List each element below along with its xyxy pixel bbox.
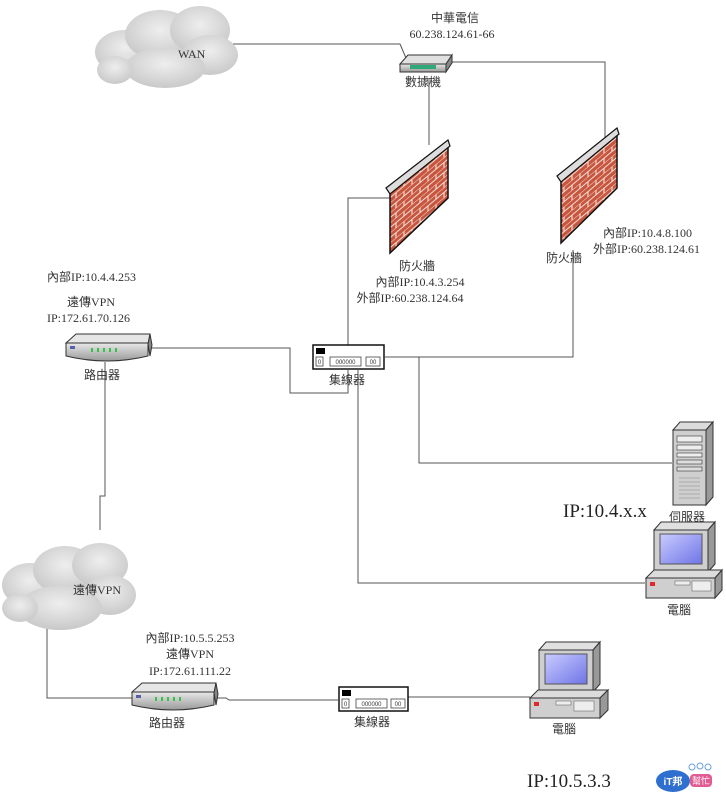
router-2: 內部IP:10.5.5.253 遠傳VPN IP:172.61.111.22 路… xyxy=(130,630,235,730)
people-icon xyxy=(688,762,712,771)
modem-label: 數據機 xyxy=(405,74,441,89)
firewall-1: 防火牆 內部IP:10.4.3.254 外部IP:60.238.124.64 xyxy=(356,139,465,305)
router-2-vpn-ip: IP:172.61.111.22 xyxy=(149,664,231,678)
modem-isp-label: 中華電信 xyxy=(431,10,479,25)
wire-modem-firewall2 xyxy=(452,61,606,145)
router-1: 內部IP:10.4.4.253 遠傳VPN IP:172.61.70.126 路… xyxy=(47,269,153,382)
firewall-1-internal-ip: 內部IP:10.4.3.254 xyxy=(375,274,464,289)
wire-firewall2-hub1 xyxy=(385,250,574,358)
vpn-cloud-label: 遠傳VPN xyxy=(73,583,121,597)
hub-2-port-b: 000000 xyxy=(361,702,382,708)
watermark-left: iT邦 xyxy=(664,775,683,788)
cloud-icon xyxy=(95,6,238,88)
pc-2-label: 電腦 xyxy=(552,721,576,736)
wire-hub1-pc1 xyxy=(357,370,645,584)
computer-icon xyxy=(644,520,724,600)
pc-1: 電腦 xyxy=(644,520,724,617)
wire-hub1-server xyxy=(418,357,672,464)
hub-icon: 0 000000 00 xyxy=(312,344,385,370)
firewall-icon xyxy=(385,139,451,255)
hub-1-port-a: 0 xyxy=(318,360,322,366)
vpn-cloud: 遠傳VPN xyxy=(2,543,136,630)
server-icon xyxy=(671,420,715,507)
router-icon xyxy=(64,333,153,362)
cloud-icon xyxy=(2,543,136,630)
modem-icon xyxy=(398,53,453,74)
firewall-icon xyxy=(556,126,620,245)
subnet-1-ip: IP:10.4.x.x xyxy=(563,501,647,522)
server-label: 伺服器 xyxy=(669,510,705,524)
hub-icon: 0 000000 00 xyxy=(338,686,409,712)
router-1-label: 路由器 xyxy=(84,367,120,382)
hub-2-label: 集線器 xyxy=(354,714,390,729)
firewall-2-internal-ip: 內部IP:10.4.8.100 xyxy=(603,225,692,240)
itbang-watermark-logo: iT邦 幫忙 xyxy=(656,762,712,792)
modem-ip-range: 60.238.124.61-66 xyxy=(410,27,495,41)
wires xyxy=(46,43,672,701)
hub-2: 0 000000 00 集線器 xyxy=(338,686,409,729)
pc-2: 電腦 xyxy=(528,640,610,736)
wire-router1-hub1 xyxy=(150,347,349,394)
firewall-1-external-ip: 外部IP:60.238.124.64 xyxy=(356,290,463,305)
firewall-1-label: 防火牆 xyxy=(399,258,435,273)
wire-router1-vpncloud xyxy=(99,362,106,530)
hub-1-port-b: 000000 xyxy=(335,360,356,366)
wan-cloud: WAN xyxy=(95,6,238,88)
firewall-2-label: 防火牆 xyxy=(546,250,582,265)
firewall-2-external-ip: 外部IP:60.238.124.61 xyxy=(593,241,700,256)
router-1-vpn-label: 遠傳VPN xyxy=(67,295,115,309)
wire-firewall1-hub1 xyxy=(347,197,390,345)
router-2-internal-ip: 內部IP:10.5.5.253 xyxy=(145,630,234,645)
hub-1: 0 000000 00 集線器 xyxy=(312,344,385,387)
router-1-internal-ip: 內部IP:10.4.4.253 xyxy=(47,269,136,284)
wan-label: WAN xyxy=(178,47,206,61)
wire-wan-modem xyxy=(232,43,407,59)
modem: 中華電信 60.238.124.61-66 數據機 xyxy=(398,10,495,89)
router-2-label: 路由器 xyxy=(149,715,185,730)
computer-icon xyxy=(528,640,610,720)
hub-2-port-a: 0 xyxy=(344,702,348,708)
hub-1-label: 集線器 xyxy=(329,372,365,387)
router-1-vpn-ip: IP:172.61.70.126 xyxy=(47,311,130,325)
hub-2-port-c: 00 xyxy=(395,702,402,708)
server: 伺服器 xyxy=(669,420,715,524)
wire-router2-hub2 xyxy=(200,697,338,701)
router-2-vpn-label: 遠傳VPN xyxy=(166,647,214,661)
subnet-2-ip: IP:10.5.3.3 xyxy=(527,771,611,792)
pc-1-label: 電腦 xyxy=(667,602,691,617)
firewall-2: 防火牆 內部IP:10.4.8.100 外部IP:60.238.124.61 xyxy=(546,126,700,265)
wire-vpncloud-router2 xyxy=(46,628,132,699)
watermark-right: 幫忙 xyxy=(692,775,710,786)
hub-1-port-c: 00 xyxy=(370,360,377,366)
router-icon xyxy=(130,682,219,711)
